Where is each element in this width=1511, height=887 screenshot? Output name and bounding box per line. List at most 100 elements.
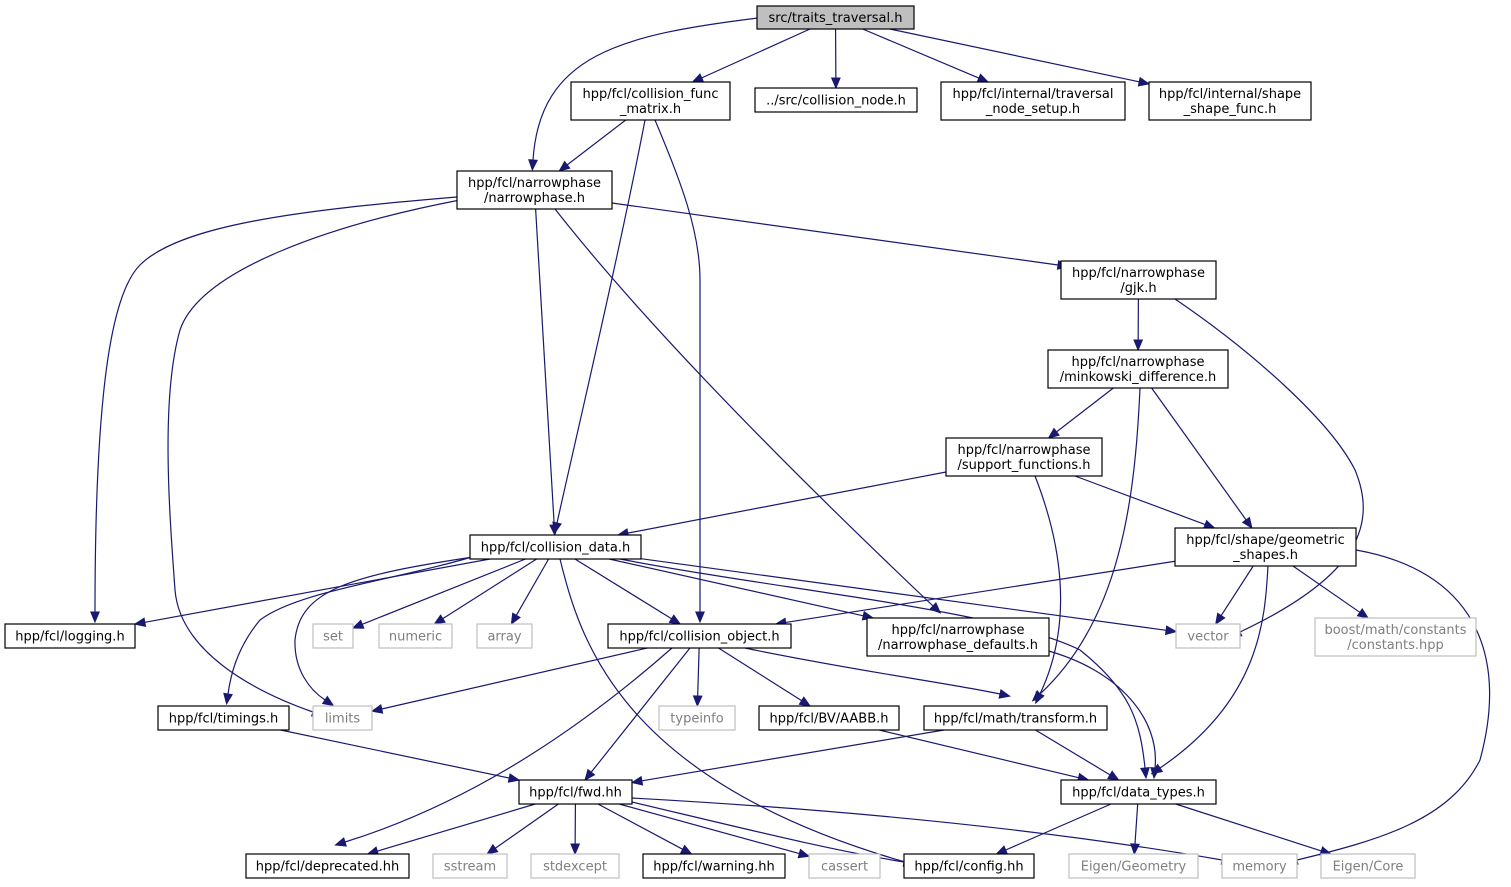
node-label: _node_setup.h [985,102,1080,117]
arrowhead-dtypes-to-config [995,845,1009,855]
arrowhead-cdata-to-limits [321,695,335,707]
node-box[interactable] [245,853,410,879]
node-aabb[interactable]: hpp/fcl/BV/AABB.h [758,705,900,731]
node-mink[interactable]: hpp/fcl/narrowphase/minkowski_difference… [1047,349,1229,389]
node-typeinfo[interactable]: typeinfo [658,705,736,731]
edge-cdata-to-vector [640,558,1167,631]
node-box[interactable] [1221,853,1298,879]
node-supp[interactable]: hpp/fcl/narrowphase/support_functions.h [945,437,1103,477]
node-box[interactable] [754,87,918,113]
node-cdata[interactable]: hpp/fcl/collision_data.h [469,534,642,560]
node-npdef[interactable]: hpp/fcl/narrowphase/narrowphase_defaults… [866,617,1050,657]
node-box[interactable] [1174,527,1357,567]
node-limits[interactable]: limits [312,705,373,731]
node-vector[interactable]: vector [1175,623,1241,649]
node-array[interactable]: array [476,623,533,649]
node-numeric[interactable]: numeric [378,623,453,649]
arrowhead-gjk-to-mink [1133,339,1144,352]
node-config[interactable]: hpp/fcl/config.hh [903,853,1035,879]
node-tns[interactable]: hpp/fcl/internal/traversal_node_setup.h [940,81,1126,121]
edge-cobj-to-fwd [590,647,691,773]
node-box[interactable] [469,534,642,560]
node-label: hpp/fcl/collision_data.h [481,541,631,556]
node-box[interactable] [642,853,786,879]
arrowhead-supp-to-geom [1202,519,1216,529]
node-cobj[interactable]: hpp/fcl/collision_object.h [607,623,792,649]
node-box[interactable] [432,853,508,879]
node-label: _shape_func.h [1183,102,1277,117]
node-box[interactable] [1320,853,1416,879]
arrowhead-geom-to-vector [1215,612,1226,626]
node-label: array [487,630,521,645]
arrowhead-root-to-np [528,159,538,172]
node-box[interactable] [476,623,533,649]
node-label: hpp/fcl/collision_object.h [619,630,779,645]
node-ssf[interactable]: hpp/fcl/internal/shape_shape_func.h [1148,81,1312,121]
node-warning[interactable]: hpp/fcl/warning.hh [642,853,786,879]
node-box[interactable] [1060,779,1217,805]
node-box[interactable] [312,623,354,649]
node-deprecated[interactable]: hpp/fcl/deprecated.hh [245,853,410,879]
node-box[interactable] [1148,81,1312,121]
node-boostc[interactable]: boost/math/constants/constants.hpp [1314,617,1477,657]
node-box[interactable] [4,623,136,649]
node-box[interactable] [1060,260,1217,300]
node-box[interactable] [756,5,915,30]
node-memory[interactable]: memory [1221,853,1298,879]
node-box[interactable] [312,705,373,731]
node-box[interactable] [456,170,613,210]
node-box[interactable] [658,705,736,731]
node-eigencore[interactable]: Eigen/Core [1320,853,1416,879]
node-root[interactable]: src/traits_traversal.h [756,5,915,30]
node-timings[interactable]: hpp/fcl/timings.h [157,705,290,731]
arrowhead-mink-to-supp [1047,427,1060,439]
node-dtypes[interactable]: hpp/fcl/data_types.h [1060,779,1217,805]
node-box[interactable] [378,623,453,649]
arrowhead-np-to-logging [90,611,100,624]
node-box[interactable] [607,623,792,649]
node-box[interactable] [530,853,620,879]
arrowhead-dtypes-to-eigengeo [1130,843,1140,856]
arrowhead-fwd-to-sstream [486,843,499,855]
node-box[interactable] [945,437,1103,477]
edge-cfm-to-cdata [556,119,646,524]
node-eigengeo[interactable]: Eigen/Geometry [1068,853,1199,879]
node-box[interactable] [758,705,900,731]
edge-fwd-to-config [631,801,905,863]
arrowhead-cfm-to-np [558,160,571,172]
node-box[interactable] [923,705,1108,731]
edge-cdata-to-npdef [609,558,864,617]
node-box[interactable] [1068,853,1199,879]
node-box[interactable] [157,705,290,731]
node-set[interactable]: set [312,623,354,649]
node-transform[interactable]: hpp/fcl/math/transform.h [923,705,1108,731]
node-sstream[interactable]: sstream [432,853,508,879]
node-geom[interactable]: hpp/fcl/shape/geometric_shapes.h [1174,527,1357,567]
node-box[interactable] [808,853,881,879]
arrowhead-cdata-to-numeric [433,614,446,625]
edge-cdata-to-numeric [442,558,537,620]
node-gjk[interactable]: hpp/fcl/narrowphase/gjk.h [1060,260,1217,300]
edge-supp-to-cdata [627,471,947,534]
node-box[interactable] [518,779,633,805]
edge-geom-to-boostc [1292,565,1361,613]
node-fwd[interactable]: hpp/fcl/fwd.hh [518,779,633,805]
node-box[interactable] [1314,617,1477,657]
node-box[interactable] [940,81,1126,121]
node-cassert[interactable]: cassert [808,853,881,879]
edge-geom-to-memory [1296,549,1491,861]
node-box[interactable] [1047,349,1229,389]
node-stdexcept[interactable]: stdexcept [530,853,620,879]
node-box[interactable] [903,853,1035,879]
arrowhead-supp-to-transform [1035,691,1045,705]
node-box[interactable] [1175,623,1241,649]
node-np[interactable]: hpp/fcl/narrowphase/narrowphase.h [456,170,613,210]
edge-np-to-cdata [535,208,555,526]
edge-cdata-to-limits [294,555,481,701]
node-cnode[interactable]: ../src/collision_node.h [754,87,918,113]
node-logging[interactable]: hpp/fcl/logging.h [4,623,136,649]
node-box[interactable] [866,617,1050,657]
node-cfm[interactable]: hpp/fcl/collision_func_matrix.h [570,81,731,121]
node-box[interactable] [570,81,731,121]
node-label: /narrowphase.h [484,191,585,206]
